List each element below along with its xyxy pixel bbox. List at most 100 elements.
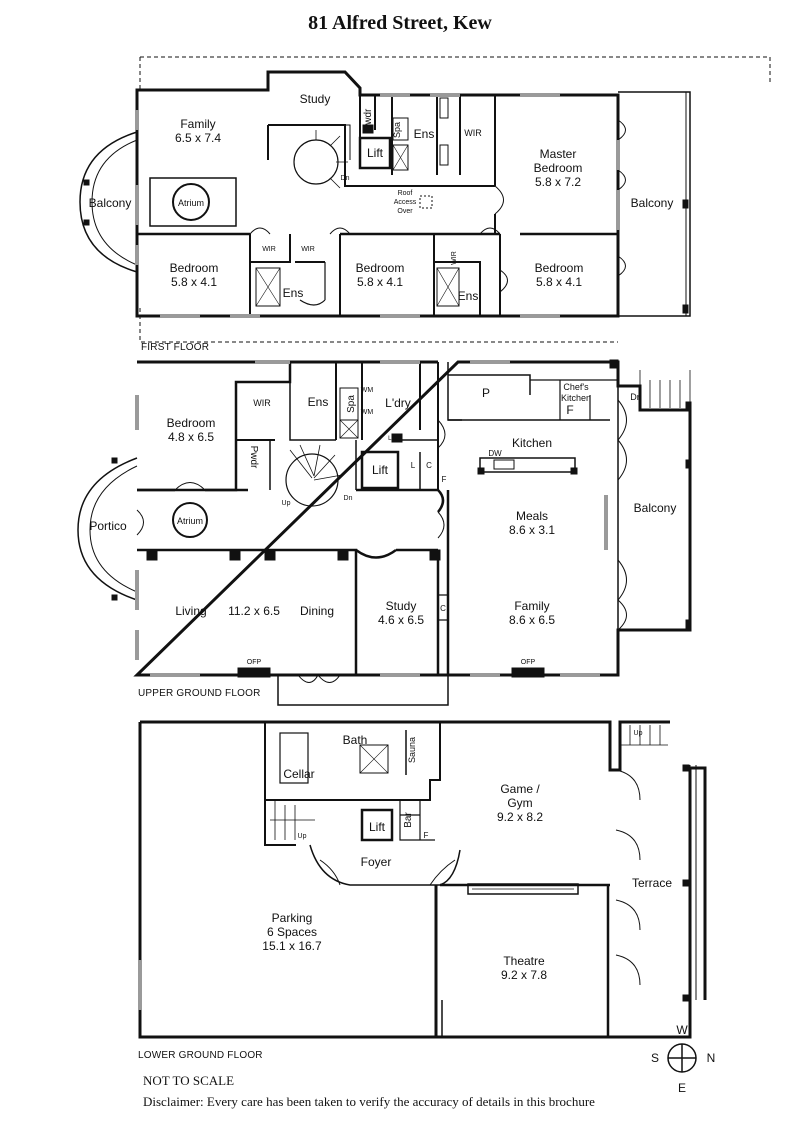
room-name: Balcony <box>631 196 674 210</box>
stair-label: Dn <box>344 495 353 502</box>
room-name: Parking <box>272 911 313 925</box>
room-size: 9.2 x 8.2 <box>497 810 543 824</box>
room-name: Chef's <box>563 382 589 392</box>
room-label: 6 Spaces <box>267 925 317 939</box>
compass-east: E <box>678 1081 686 1095</box>
room-label: Roof <box>398 190 413 197</box>
fireplace-label: OFP <box>247 659 262 666</box>
room-size: 5.8 x 4.1 <box>536 275 582 289</box>
cupboard-label: L <box>411 461 416 470</box>
appliance-label: LC <box>388 436 396 442</box>
room-size: 5.8 x 4.1 <box>357 275 403 289</box>
not-to-scale-note: NOT TO SCALE <box>143 1073 235 1088</box>
room-name: Spa <box>392 122 402 138</box>
stair-label: Dn <box>630 392 642 402</box>
room-label: Access <box>394 199 417 206</box>
page-title: 81 Alfred Street, Kew <box>308 12 492 34</box>
room-name: Kitchen <box>561 393 591 403</box>
room-name: WIR <box>301 246 315 253</box>
room-size: 15.1 x 16.7 <box>262 939 322 953</box>
room-name: Balcony <box>89 196 132 210</box>
room-name: WIR <box>451 251 458 265</box>
room-size: 4.6 x 6.5 <box>378 613 424 627</box>
room-name: Master <box>540 147 577 161</box>
room-size: 9.2 x 7.8 <box>501 968 547 982</box>
room-size: 5.8 x 4.1 <box>171 275 217 289</box>
room-name: Family <box>180 117 215 131</box>
room-name: Family <box>514 599 549 613</box>
room-name: WIR <box>464 128 482 138</box>
room-size: 8.6 x 6.5 <box>509 613 555 627</box>
room-name: Game / <box>500 782 540 796</box>
fireplace-label: OFP <box>521 659 536 666</box>
room-name: Foyer <box>361 855 392 869</box>
lift-label: Lift <box>367 146 384 160</box>
lower-ground-floor-labels: Bath Sauna Cellar Lift Bar F Up Up Foyer… <box>262 730 672 982</box>
lower-ground-floor-label: LOWER GROUND FLOOR <box>138 1050 263 1061</box>
room-name: WIR <box>253 398 271 408</box>
room-name: Terrace <box>632 876 672 890</box>
appliance-label: WM <box>361 409 374 416</box>
compass-labels: W N S E <box>651 1023 715 1095</box>
room-name: Bar <box>403 812 414 828</box>
upper-ground-floor-label: UPPER GROUND FLOOR <box>138 688 261 699</box>
room-name: Bedroom <box>534 161 583 175</box>
room-label: Over <box>397 208 413 215</box>
room-name: Ens <box>414 127 435 141</box>
room-name: WIR <box>262 246 276 253</box>
appliance-label: F <box>566 403 573 417</box>
appliance-label: DW <box>488 449 502 458</box>
cupboard-label: C <box>426 461 432 470</box>
compass-west: W <box>676 1023 688 1037</box>
upper-ground-floor-labels: Bedroom 4.8 x 6.5 WIR Ens Spa WM WM L'dr… <box>89 382 676 666</box>
room-name: Dining <box>300 604 334 618</box>
room-name: Balcony <box>634 501 677 515</box>
room-name: Ens <box>283 286 304 300</box>
lift-label: Lift <box>369 820 386 834</box>
room-size: 4.8 x 6.5 <box>168 430 214 444</box>
room-name: Cellar <box>283 767 314 781</box>
room-name: Bedroom <box>535 261 584 275</box>
room-name: Theatre <box>503 954 545 968</box>
room-size: 6.5 x 7.4 <box>175 131 221 145</box>
stair-label: Dn <box>341 175 350 182</box>
stair-label: Up <box>634 730 643 737</box>
room-name: Living <box>175 604 206 618</box>
room-name: Study <box>386 599 417 613</box>
room-name: Bedroom <box>167 416 216 430</box>
disclaimer: Disclaimer: Every care has been taken to… <box>143 1094 595 1109</box>
room-name: Spa <box>346 395 357 413</box>
room-name: Ens <box>308 395 329 409</box>
appliance-label: WM <box>361 387 374 394</box>
upper-ground-floor-plan <box>77 359 692 706</box>
room-name: L'dry <box>385 396 411 410</box>
room-name: Study <box>300 92 331 106</box>
room-name: Pwdr <box>248 446 259 469</box>
room-name: Bedroom <box>170 261 219 275</box>
room-name: Bedroom <box>356 261 405 275</box>
room-name: P <box>482 386 490 400</box>
compass-north: N <box>707 1051 716 1065</box>
room-name: Sauna <box>407 737 417 763</box>
room-name: Portico <box>89 519 127 533</box>
room-size: 8.6 x 3.1 <box>509 523 555 537</box>
appliance-label: F <box>442 475 447 484</box>
room-name: Pwdr <box>363 108 374 131</box>
first-floor-label: FIRST FLOOR <box>141 342 210 353</box>
room-name: Bath <box>343 733 368 747</box>
room-size: 5.8 x 7.2 <box>535 175 581 189</box>
first-floor-labels: Family 6.5 x 7.4 Study Pwdr Spa Lift Ens… <box>89 92 674 303</box>
compass-icon <box>667 1043 697 1073</box>
appliance-label: F <box>424 831 429 840</box>
room-name: Atrium <box>177 516 203 526</box>
first-floor-plan <box>79 56 771 343</box>
lift-label: Lift <box>372 463 389 477</box>
room-name: Ens <box>458 289 479 303</box>
room-name: Kitchen <box>512 436 552 450</box>
compass-south: S <box>651 1051 659 1065</box>
room-name: Meals <box>516 509 548 523</box>
room-size: 11.2 x 6.5 <box>228 604 280 618</box>
stair-label: Up <box>298 833 307 840</box>
cupboard-label: C <box>440 604 446 613</box>
